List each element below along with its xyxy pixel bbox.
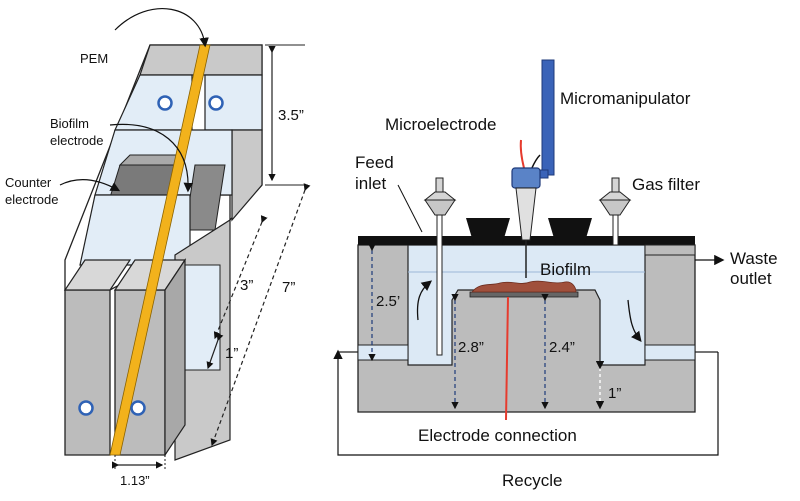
left-port-pipe (357, 344, 409, 361)
gas-filter-body (598, 191, 632, 201)
gas-filter-tube (612, 214, 619, 246)
biofilm-electrode-label: Biofilm (50, 116, 89, 131)
recycle-loop (333, 349, 719, 456)
microelectrode-red-wire (519, 139, 525, 169)
front-left-top (63, 259, 132, 291)
recycle-label: Recycle (502, 471, 562, 490)
upper-right-block (231, 129, 263, 222)
microelectrode-shaft (515, 187, 537, 241)
feed-inlet-filter-cap (435, 177, 444, 193)
feed-inlet-filter-bottom (424, 199, 456, 216)
lid-right-step (644, 244, 696, 256)
microelectrode-holder (511, 167, 541, 189)
micromanipulator-label: Micromanipulator (560, 89, 691, 108)
reactor-diagram: Micromanipulator Microelectrode Feed inl… (333, 59, 778, 490)
feed-inlet-pointer (397, 184, 423, 233)
counter-electrode-label: Counter (5, 175, 52, 190)
counter-electrode-arrow (59, 178, 121, 192)
right-port-pipe (644, 344, 696, 361)
biofilm-electrode-arrow (109, 123, 194, 193)
gas-filter-label: Gas filter (632, 175, 700, 194)
biofilm-electrode-label-2: electrode (50, 133, 103, 148)
dim-2-5-label: 2.5’ (376, 293, 400, 310)
microelectrode-label: Microelectrode (385, 115, 497, 134)
port-circle (157, 95, 173, 111)
front-right-side (164, 258, 186, 457)
feed-inlet-filter (423, 191, 457, 201)
flow-arrow-left (416, 280, 433, 321)
feed-inlet-label-2: inlet (355, 174, 386, 193)
electrode-connection-wire (505, 296, 509, 421)
dim-1-13-label: 1.13” (120, 473, 150, 488)
dim-3-label: 3” (240, 277, 253, 294)
front-left-block (64, 289, 111, 456)
waste-outlet-label: Waste (730, 249, 778, 268)
waste-outlet-label-2: outlet (730, 269, 772, 288)
biofilm-plate (469, 291, 579, 298)
upper-chamber-left (114, 74, 193, 131)
port-circle (130, 400, 146, 416)
dim-arrow (206, 333, 224, 370)
lid-stopper-left (466, 218, 510, 245)
dim-3-5-label: 3.5” (278, 107, 304, 124)
dim-2-8-label: 2.8” (458, 339, 484, 356)
dim-7-label: 7” (282, 279, 295, 296)
pem-label: PEM (80, 51, 108, 66)
port-circle (78, 400, 94, 416)
biofilm-label: Biofilm (540, 260, 591, 279)
pem-arrow (114, 8, 209, 48)
mfc-cell-diagram: PEM Biofilm electrode Counter electrode … (5, 8, 311, 488)
gas-filter-cap (611, 177, 620, 193)
flow-arrow-right (627, 299, 642, 343)
dim-2-4-label: 2.4” (549, 339, 575, 356)
dim-1-label-left: 1” (225, 345, 238, 362)
biofilm-layer (471, 280, 577, 293)
electrode-connection-label: Electrode connection (418, 426, 577, 445)
feed-inlet-label: Feed (355, 153, 394, 172)
counter-electrode-label-2: electrode (5, 192, 58, 207)
micromanipulator-arm (541, 59, 555, 176)
dim-1-label-right: 1” (608, 385, 621, 402)
lid-stopper-right (548, 218, 592, 245)
feed-inlet-tube (436, 214, 443, 356)
gas-filter-bottom (599, 199, 631, 216)
reactor-water (407, 244, 646, 366)
port-circle (208, 95, 224, 111)
